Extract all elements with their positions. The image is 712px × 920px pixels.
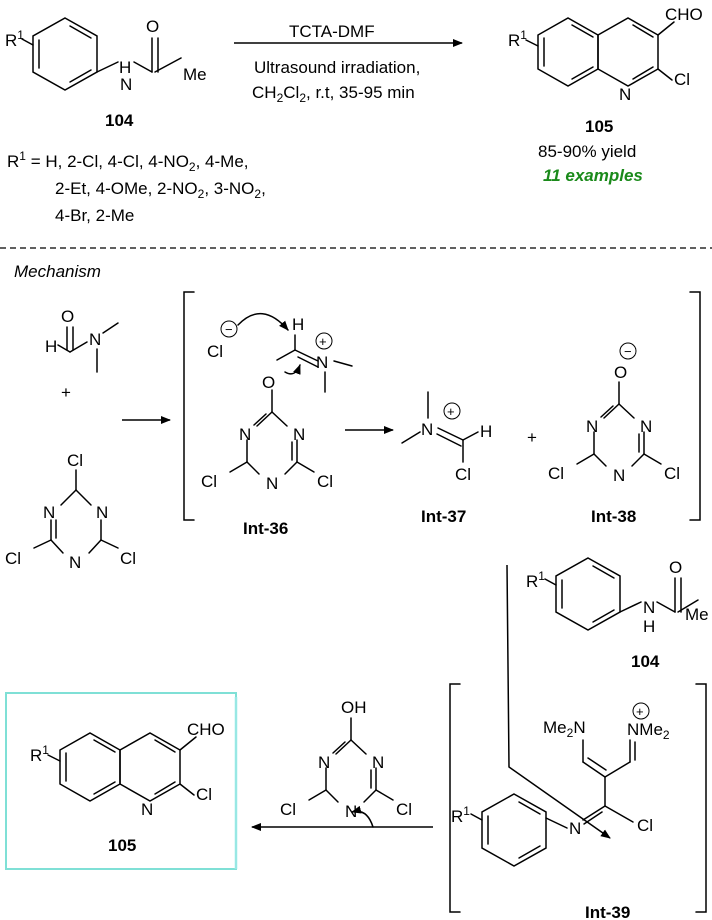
atom-N: N bbox=[96, 503, 108, 522]
atom-Cl: Cl bbox=[396, 800, 412, 819]
bracket-right-1 bbox=[689, 291, 701, 521]
atom-CHO: CHO bbox=[665, 5, 703, 24]
r1-list-line1: R1 = H, 2-Cl, 4-Cl, 4-NO2, 4-Me, bbox=[7, 149, 249, 174]
r1-list-line3: 4-Br, 2-Me bbox=[55, 206, 134, 225]
r1-label: R1 bbox=[5, 28, 24, 50]
atom-Me: Me bbox=[685, 605, 709, 624]
atom-H: H bbox=[119, 58, 131, 77]
atom-O: O bbox=[262, 373, 275, 392]
product-105-structure: N Cl CHO R1 bbox=[508, 5, 703, 104]
int-36-structure: − Cl H + N O N N N Cl Cl bbox=[201, 312, 353, 493]
int-36-label: Int-36 bbox=[243, 519, 288, 538]
plus-sign-2: + bbox=[527, 428, 537, 447]
reactant-label-104: 104 bbox=[105, 111, 134, 130]
dmf-structure: O H N bbox=[45, 307, 119, 373]
atom-N: N bbox=[89, 330, 101, 349]
atom-N: N bbox=[643, 598, 655, 617]
int-39-label: Int-39 bbox=[585, 903, 630, 920]
atom-N: N bbox=[69, 553, 81, 572]
atom-Cl: Cl bbox=[5, 549, 21, 568]
atom-N: N bbox=[318, 753, 330, 772]
int-38-structure: − O N N N Cl Cl bbox=[548, 342, 680, 485]
atom-N: N bbox=[640, 417, 652, 436]
atom-N-plus: N bbox=[316, 353, 328, 372]
atom-N: N bbox=[569, 819, 581, 838]
atom-N-amide: N bbox=[120, 75, 132, 94]
atom-N: N bbox=[141, 800, 153, 819]
int-38-label: Int-38 bbox=[591, 507, 636, 526]
atom-Cl: Cl bbox=[664, 464, 680, 483]
atom-Cl: Cl bbox=[201, 472, 217, 491]
atom-O: O bbox=[61, 307, 74, 326]
product-label-105: 105 bbox=[585, 117, 613, 136]
svg-text:+: + bbox=[447, 404, 455, 419]
atom-N: N bbox=[239, 425, 251, 444]
int-39-structure: Me2N + NMe2 Cl N R1 bbox=[451, 702, 670, 867]
svg-text:−: − bbox=[624, 344, 632, 359]
conditions-bottom: CH2Cl2, r.t, 35-95 min bbox=[252, 83, 415, 105]
atom-Me: Me bbox=[183, 65, 207, 84]
atom-Cl: Cl bbox=[674, 70, 690, 89]
int39-me2n: Me2N bbox=[543, 718, 586, 740]
atom-Cl: Cl bbox=[637, 816, 653, 835]
atom-Cl: Cl bbox=[207, 342, 223, 361]
atom-Cl: Cl bbox=[120, 549, 136, 568]
atom-O: O bbox=[146, 17, 159, 36]
final-product-105-structure: N Cl CHO R1 bbox=[30, 720, 225, 819]
r1-label-reagent: R1 bbox=[526, 569, 545, 591]
yield-text: 85-90% yield bbox=[538, 142, 636, 161]
r1-list-line2: 2-Et, 4-OMe, 2-NO2, 3-NO2, bbox=[55, 179, 266, 201]
atom-H: H bbox=[45, 337, 57, 356]
atom-N: N bbox=[293, 425, 305, 444]
conditions-top: TCTA-DMF bbox=[289, 22, 375, 41]
atom-H: H bbox=[292, 315, 304, 334]
svg-text:+: + bbox=[636, 704, 644, 719]
cyanuric-chloride-structure: Cl N N N Cl Cl bbox=[5, 451, 136, 572]
r1-label-product: R1 bbox=[508, 28, 527, 50]
int39-nme2: NMe2 bbox=[627, 720, 670, 742]
atom-H: H bbox=[480, 422, 492, 441]
bracket-left-1 bbox=[183, 291, 195, 521]
release-curved-arrow bbox=[351, 805, 374, 828]
atom-O: O bbox=[614, 363, 627, 382]
atom-Cl: Cl bbox=[280, 800, 296, 819]
atom-Cl: Cl bbox=[455, 465, 471, 484]
atom-N: N bbox=[613, 466, 625, 485]
atom-Cl: Cl bbox=[67, 451, 83, 470]
atom-OH: OH bbox=[341, 698, 367, 717]
r1-label-final: R1 bbox=[30, 743, 49, 765]
atom-O: O bbox=[669, 558, 682, 577]
plus-sign: + bbox=[61, 383, 71, 402]
svg-text:−: − bbox=[225, 322, 233, 337]
atom-N: N bbox=[372, 753, 384, 772]
bracket-left-2 bbox=[449, 683, 461, 913]
mechanism-heading: Mechanism bbox=[14, 262, 101, 281]
atom-N: N bbox=[266, 474, 278, 493]
conditions-mid: Ultrasound irradiation, bbox=[254, 58, 420, 77]
mechanism-arrow-3 bbox=[506, 564, 611, 839]
atom-H: H bbox=[643, 617, 655, 636]
examples-text: 11 examples bbox=[543, 166, 643, 185]
atom-Cl: Cl bbox=[317, 472, 333, 491]
atom-N: N bbox=[43, 503, 55, 522]
int-37-structure: + N H Cl bbox=[401, 391, 492, 484]
reagent-104-structure: O N H Me R1 bbox=[526, 557, 709, 636]
atom-Cl: Cl bbox=[196, 785, 212, 804]
atom-Cl: Cl bbox=[548, 464, 564, 483]
final-product-label-105: 105 bbox=[108, 836, 136, 855]
atom-N-quinoline: N bbox=[619, 85, 631, 104]
svg-text:+: + bbox=[319, 334, 327, 349]
atom-N: N bbox=[586, 417, 598, 436]
hydroxy-triazine-structure: OH N N N Cl Cl bbox=[280, 698, 412, 821]
r1-label-int39: R1 bbox=[451, 804, 470, 826]
atom-N-plus: N bbox=[421, 420, 433, 439]
atom-CHO: CHO bbox=[187, 720, 225, 739]
reagent-label-104: 104 bbox=[631, 652, 660, 671]
bracket-right-2 bbox=[695, 683, 707, 913]
reactant-104-structure: O H N Me R1 bbox=[5, 17, 207, 94]
int-37-label: Int-37 bbox=[421, 507, 466, 526]
